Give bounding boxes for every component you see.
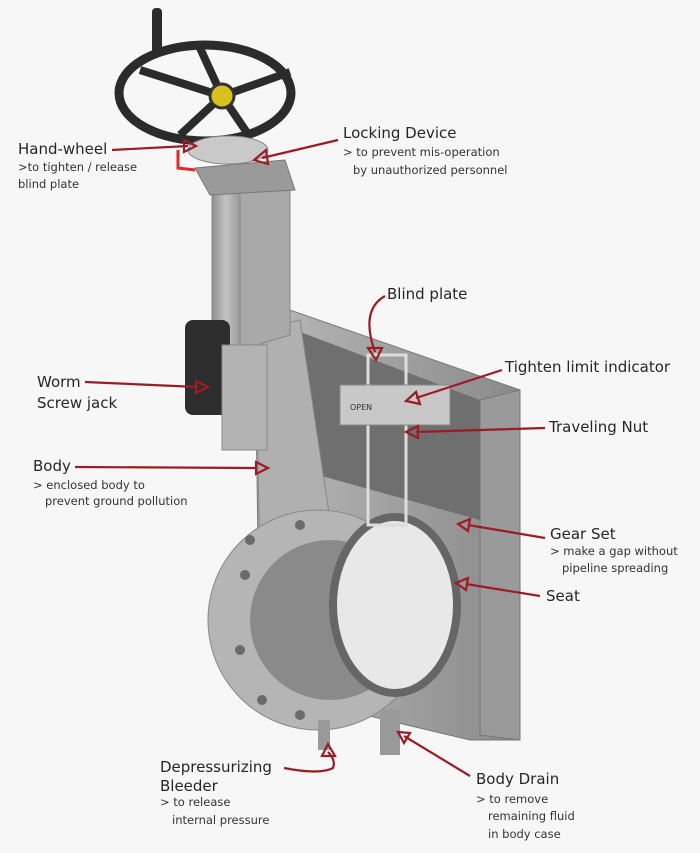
label-screw-jack: Screw jack xyxy=(37,394,118,412)
locking-desc-1: > to prevent mis-operation xyxy=(343,145,500,159)
body-desc-1: > enclosed body to xyxy=(33,478,145,492)
hand-wheel-desc-1: >to tighten / release xyxy=(18,160,138,174)
drain-desc-1: > to remove xyxy=(476,792,549,806)
body-desc-2: prevent ground pollution xyxy=(45,494,188,508)
bleeder-desc-1: > to release xyxy=(160,795,231,809)
label-body: Body xyxy=(33,457,71,475)
label-gear-set: Gear Set xyxy=(550,525,616,543)
label-locking-device: Locking Device xyxy=(343,124,457,142)
drain-desc-3: in body case xyxy=(488,827,561,841)
pipe-flange xyxy=(207,509,461,731)
blind-plate-frame xyxy=(366,353,408,527)
locking-desc-2: by unauthorized personnel xyxy=(353,163,508,177)
worm-screw-jack xyxy=(185,320,268,451)
label-hand-wheel: Hand-wheel xyxy=(18,140,108,158)
hand-wheel xyxy=(114,8,296,165)
label-bleeder: Bleeder xyxy=(160,777,218,795)
gear-set-desc-2: pipeline spreading xyxy=(562,561,669,575)
hand-wheel-desc-2: blind plate xyxy=(18,177,80,191)
gear-set-desc-1: > make a gap without xyxy=(550,544,678,558)
bleeder-desc-2: internal pressure xyxy=(172,813,270,827)
drain-desc-2: remaining fluid xyxy=(488,809,575,823)
label-worm: Worm xyxy=(37,373,81,391)
label-depressurizing: Depressurizing xyxy=(160,758,272,776)
label-tighten-limit-indicator: Tighten limit indicator xyxy=(505,358,671,376)
traveling-nut-block xyxy=(339,384,451,426)
label-blind-plate: Blind plate xyxy=(387,285,468,303)
bleeder-valve xyxy=(318,720,330,750)
drain-valve xyxy=(380,710,400,755)
label-body-drain: Body Drain xyxy=(476,770,560,788)
label-seat: Seat xyxy=(546,587,580,605)
leader-lines xyxy=(74,138,546,777)
label-traveling-nut: Traveling Nut xyxy=(549,418,649,436)
indicator-label: OPEN xyxy=(350,403,372,412)
lock-indicator-icon xyxy=(176,150,196,172)
